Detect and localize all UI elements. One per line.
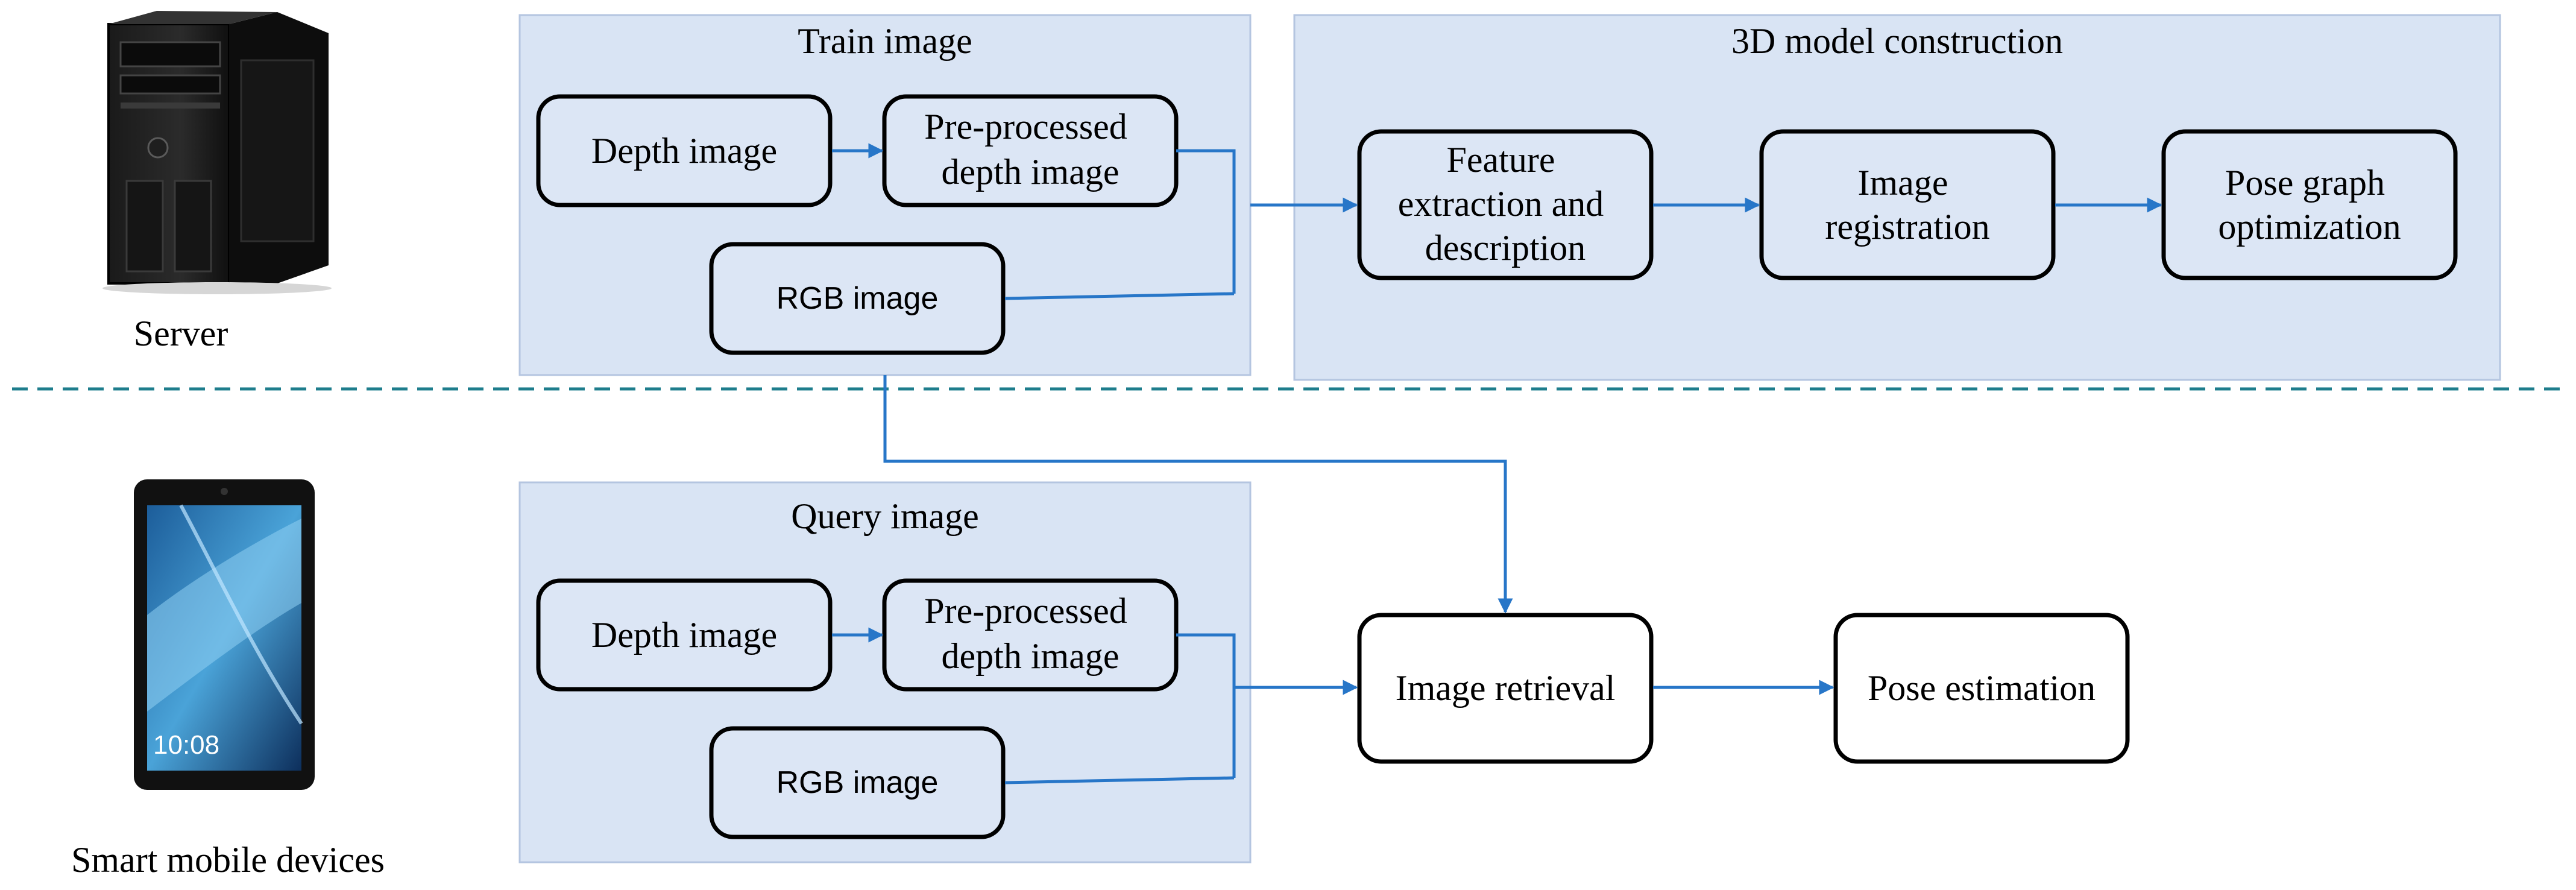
server-label: Server (134, 314, 228, 353)
pose-graph-line-1: Pose graph (2225, 163, 2385, 203)
query-preprocessed-line-2: depth image (942, 636, 1120, 676)
train-rgb-image-node (709, 242, 1006, 355)
train-depth-image-label: Depth image (591, 131, 777, 171)
registration-line-1: Image (1858, 163, 1948, 203)
registration-line-2: registration (1825, 207, 1989, 247)
train-preprocessed-line-2: depth image (942, 152, 1120, 192)
feature-extraction-node (1357, 129, 1654, 280)
pose-graph-line-2: optimization (2218, 207, 2401, 247)
train-preprocessed-label: Pre-processed depth image (924, 107, 1136, 192)
query-rgb-to-merge-line (1004, 776, 1235, 784)
image-registration-node (1759, 129, 2056, 280)
tablet-clock: 10:08 (153, 730, 219, 760)
pose-graph-node (2161, 129, 2458, 280)
image-registration-label: Image registration (1825, 163, 1989, 247)
feature-extraction-label: Feature extraction and description (1398, 140, 1613, 268)
server-icon (102, 11, 332, 294)
train-panel-title: Train image (798, 21, 972, 61)
query-preprocessed-line-1: Pre-processed (924, 591, 1127, 631)
image-retrieval-label: Image retrieval (1396, 668, 1616, 708)
feature-line-1: Feature (1447, 140, 1555, 180)
train-preprocessed-line-1: Pre-processed (924, 107, 1127, 147)
image-retrieval-node (1357, 613, 1654, 764)
train-to-retrieval-arrow (883, 375, 1513, 614)
pose-estimation-node (1833, 613, 2130, 764)
query-rgb-image-node (709, 726, 1006, 839)
query-preprocessed-to-merge-line (1176, 633, 1236, 778)
query-preprocessed-label: Pre-processed depth image (924, 591, 1136, 676)
feature-line-2: extraction and (1398, 184, 1604, 224)
query-panel-title: Query image (791, 496, 979, 536)
construction-panel-title: 3D model construction (1731, 21, 2063, 61)
query-rgb-image-label: RGB image (776, 765, 939, 800)
train-rgb-to-merge-line (1004, 292, 1235, 300)
query-depth-image-node (536, 578, 833, 692)
train-rgb-image-label: RGB image (776, 281, 939, 316)
query-depth-image-label: Depth image (591, 615, 777, 655)
train-depth-image-node (536, 94, 833, 207)
train-preprocessed-to-merge-line (1176, 149, 1236, 294)
tablet-icon (134, 479, 315, 790)
pose-estimation-label: Pose estimation (1868, 668, 2096, 708)
mobile-label: Smart mobile devices (71, 840, 385, 880)
feature-line-3: description (1425, 228, 1586, 268)
pose-graph-label: Pose graph optimization (2218, 163, 2401, 247)
